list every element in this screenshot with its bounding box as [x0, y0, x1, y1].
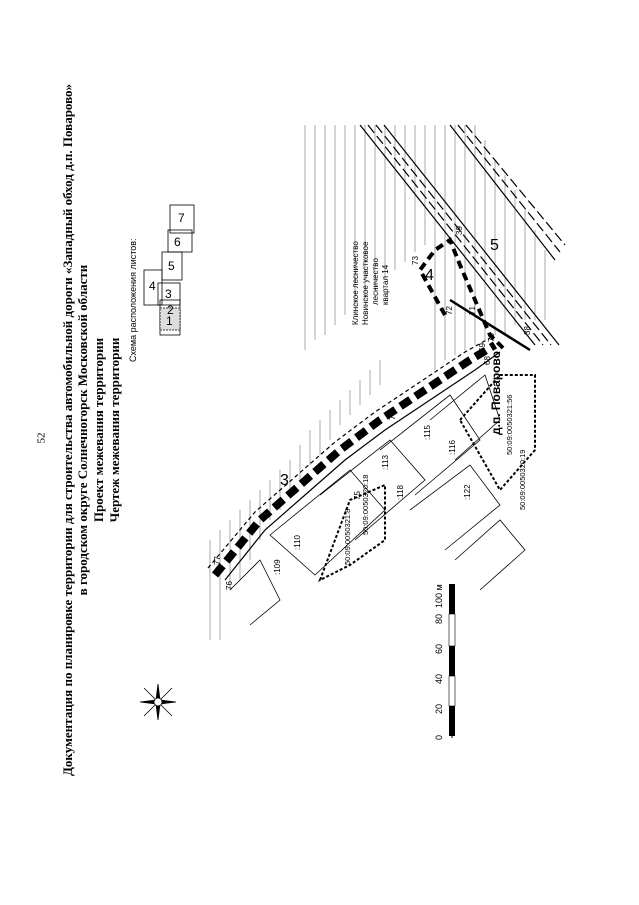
- forest-label-1: Клинское лесничество: [351, 241, 360, 325]
- point-75: 75: [353, 491, 362, 500]
- point-71: 71: [468, 306, 477, 315]
- point-72: 72: [445, 306, 454, 315]
- point-69: 69: [478, 343, 487, 352]
- sheet-number-3: 3: [280, 472, 289, 489]
- cadastral-number-3: 50:09:0050321:56: [505, 395, 514, 455]
- title-line-3-block: Проект межевания территории: [91, 260, 106, 600]
- sheet-label-7: 7: [178, 211, 185, 225]
- scale-tick-20: 20: [434, 704, 444, 714]
- sheet-3-box: [157, 282, 181, 306]
- dotted-parcel-2: [458, 374, 536, 492]
- forest-label-3: лесничество: [371, 258, 380, 305]
- settlement-label: д.п. Поварово: [489, 351, 503, 435]
- scale-tick-80: 80: [434, 614, 444, 624]
- scale-tick-40: 40: [434, 674, 444, 684]
- title-line-3: Проект межевания территории: [91, 337, 106, 523]
- page-number: 52: [35, 432, 48, 444]
- cadastral-number-4: 50:09:0050320:19: [518, 450, 527, 510]
- parcel-110: :110: [293, 534, 302, 550]
- forest-label-4: квартал 14: [381, 264, 390, 305]
- title-line-4: Чертеж межевания территории: [107, 337, 122, 523]
- sheet-divider-line: [449, 298, 531, 352]
- scale-bar: 0 20 40 60 80 100 м: [434, 584, 456, 740]
- sheet-2-box: [159, 307, 181, 331]
- sheet-6-box: [167, 229, 193, 253]
- scale-tick-0: 0: [434, 735, 444, 740]
- title-line-2: в городском округе Солнечногорск Московс…: [75, 264, 90, 596]
- railway-lines: [359, 124, 566, 346]
- sheet-number-5: 5: [490, 237, 499, 254]
- point-70: 70: [487, 333, 496, 342]
- parcel-109: :109: [273, 559, 282, 575]
- sheet-7-box: [169, 204, 195, 234]
- sheet-4-box: [143, 269, 163, 306]
- parcel-118: :118: [396, 484, 405, 500]
- sheet-label-2: 2: [167, 303, 174, 317]
- sheet-label-3: 3: [165, 287, 172, 301]
- point-74: 74: [388, 411, 397, 420]
- road-boundary: [207, 337, 501, 581]
- sheet-label-1: 1: [166, 314, 173, 328]
- dotted-parcel-1: [318, 483, 386, 583]
- sheet-4-boundary: [417, 236, 507, 352]
- parcel-122: :122: [463, 484, 472, 500]
- sheet-scheme-title: Схема расположения листов:: [128, 238, 138, 362]
- point-73: 73: [411, 256, 420, 265]
- cadastral-number-2: 50:09:0050320:18: [361, 475, 370, 535]
- title-line-1: Документация по планировке территории дл…: [60, 83, 75, 777]
- sheet-number-4: 4: [425, 267, 434, 284]
- sheet-label-6: 6: [174, 235, 181, 249]
- scale-tick-60: 60: [434, 644, 444, 654]
- parcel-116: :116: [448, 439, 457, 455]
- point-68: 68: [483, 356, 492, 365]
- compass-rose-icon: [139, 683, 177, 721]
- forest-label-2: Новинское участковое: [361, 241, 370, 325]
- sheet-scheme: 1 2 3 4 5 6 7: [143, 204, 195, 336]
- scale-tick-100: 100 м: [434, 584, 444, 608]
- title-line-4-block: Чертеж межевания территории: [107, 260, 122, 600]
- parcels: [229, 374, 526, 626]
- sheet-label-4: 4: [149, 279, 156, 293]
- sheet-label-5: 5: [168, 259, 175, 273]
- title-line-2-block: в городском округе Солнечногорск Московс…: [75, 200, 90, 660]
- cadastral-number-1: 50:09:0050321:8: [343, 509, 352, 565]
- map-drawing: Клинское лесничество Новинское участково…: [207, 124, 566, 640]
- document-title: Документация по планировке территории дл…: [60, 80, 75, 780]
- point-39: 39: [455, 226, 464, 235]
- point-38: 38: [523, 326, 532, 335]
- parcel-113: :113: [381, 454, 390, 470]
- point-77: 77: [213, 556, 222, 565]
- parcel-115: :115: [423, 424, 432, 440]
- point-76: 76: [225, 581, 234, 590]
